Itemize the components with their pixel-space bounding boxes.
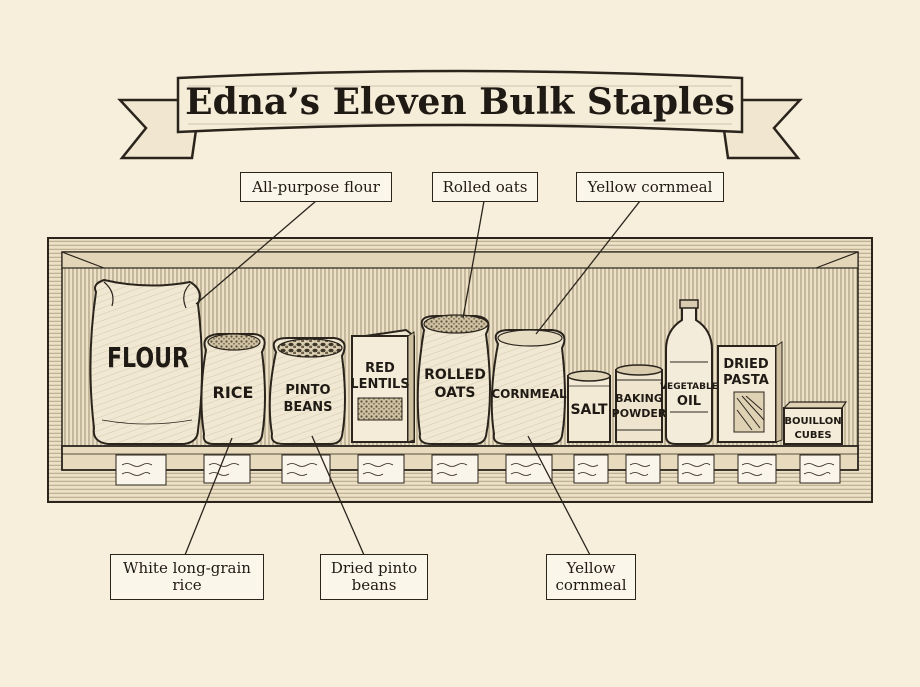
leader-lines <box>184 200 641 556</box>
bouillon-cubes-box: BOUILLON CUBES <box>782 401 848 445</box>
shelf-tag <box>573 454 609 484</box>
leader-line-flour <box>195 200 317 305</box>
shelf-tag <box>431 454 479 484</box>
callout-text-line2: rice <box>172 576 202 594</box>
rice-sack: RICE <box>200 333 266 445</box>
rice-label: RICE <box>213 383 254 402</box>
callout-dried-pinto-beans: Dried pinto beans <box>320 554 428 600</box>
callout-text-line2: cornmeal <box>555 576 627 594</box>
shelf-tag <box>115 454 167 486</box>
flour-label: FLOUR <box>107 342 189 374</box>
leader-line-cornmeal-top <box>535 200 641 335</box>
oil-label-line2: OIL <box>677 394 701 409</box>
lentils-label-line1: RED <box>365 361 395 376</box>
shelf-tag <box>799 454 841 484</box>
rolled-oats-sack: ROLLED OATS <box>416 314 491 445</box>
page-title: Edna’s Eleven Bulk Staples <box>185 81 735 123</box>
shelf-tag <box>505 454 553 484</box>
shelf-tag <box>357 454 405 484</box>
baking-label-line2: POWDER <box>612 407 667 420</box>
callout-text: Rolled oats <box>442 177 528 196</box>
leader-line-oats <box>462 200 485 319</box>
shelf-tag <box>737 454 777 484</box>
pinto-beans-sack: PINTO BEANS <box>268 337 346 445</box>
oil-label-line1: VEGETABLE <box>660 382 718 392</box>
vegetable-oil-bottle: VEGETABLE OIL <box>660 299 718 445</box>
oats-label-line2: OATS <box>435 385 476 401</box>
leader-line-cornmeal-bottom <box>527 435 591 556</box>
cornmeal-label: CORNMEAL <box>491 387 567 401</box>
callout-all-purpose-flour: All-purpose flour <box>240 172 392 202</box>
shelf-tag <box>203 454 251 484</box>
cornmeal-sack: CORNMEAL <box>490 329 567 445</box>
callout-text-line1: White long-grain <box>123 559 251 577</box>
oats-label-line1: ROLLED <box>424 367 486 383</box>
bouillon-label-line2: CUBES <box>794 430 831 441</box>
dried-pasta-box: DRIED PASTA <box>717 341 783 443</box>
callout-text: All-purpose flour <box>252 177 380 196</box>
leader-line-beans <box>311 435 365 556</box>
baking-label-line1: BAKING <box>615 392 663 405</box>
callout-white-long-grain-rice: White long-grain rice <box>110 554 264 600</box>
callout-rolled-oats: Rolled oats <box>432 172 538 202</box>
callout-text: Yellow cornmeal <box>587 177 713 196</box>
shelf-tag <box>625 454 661 484</box>
pasta-label-line2: PASTA <box>723 373 769 388</box>
red-lentils-box: RED LENTILS <box>350 328 415 443</box>
callout-text-line2: beans <box>351 576 397 594</box>
callout-yellow-cornmeal-top: Yellow cornmeal <box>576 172 724 202</box>
shelf-tag <box>677 454 715 484</box>
title-banner: Edna’s Eleven Bulk Staples <box>117 69 803 160</box>
bouillon-label-line1: BOUILLON <box>784 416 841 427</box>
leader-line-rice <box>184 437 233 556</box>
pinto-label-line2: BEANS <box>283 400 332 415</box>
callout-text-line1: Yellow <box>566 559 616 577</box>
flour-sack: FLOUR <box>89 278 203 445</box>
callout-text-line1: Dried pinto <box>330 559 418 577</box>
salt-canister: SALT <box>567 370 611 443</box>
pinto-label-line1: PINTO <box>285 383 330 398</box>
salt-label: SALT <box>570 402 608 418</box>
callout-yellow-cornmeal-bottom: Yellow cornmeal <box>546 554 636 600</box>
baking-powder-can: BAKING POWDER <box>612 364 667 443</box>
pasta-label-line1: DRIED <box>723 357 769 372</box>
lentils-label-line2: LENTILS <box>350 377 409 392</box>
